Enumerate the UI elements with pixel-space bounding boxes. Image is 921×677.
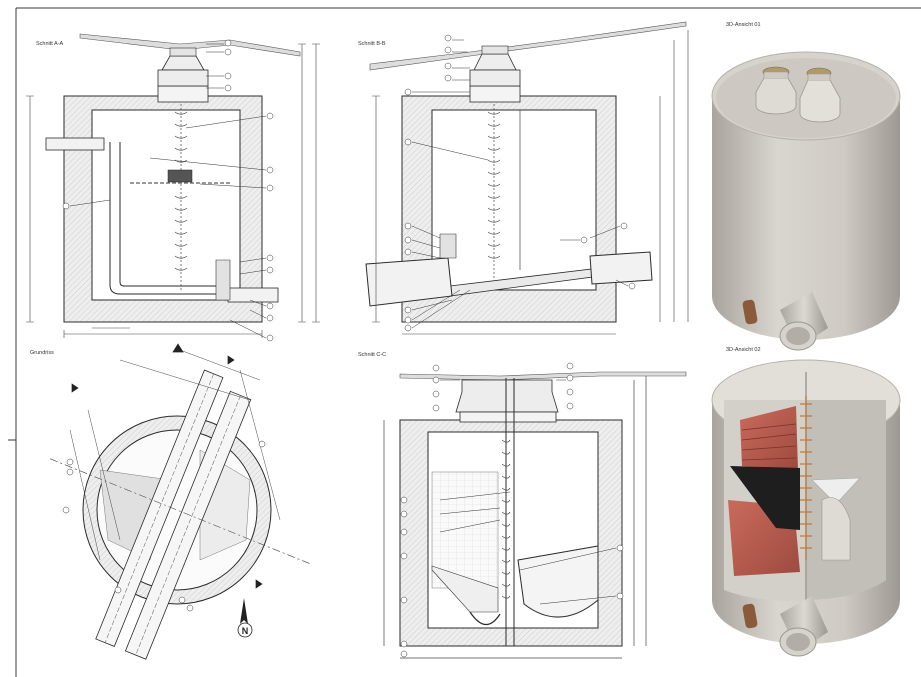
north-arrow: N [237, 598, 253, 638]
view-3d-1-render [711, 51, 901, 351]
section-aa-title: Schnitt A-A [36, 41, 64, 47]
view-3d-1-title: 3D-Ansicht 01 [726, 22, 761, 28]
section-bb-title: Schnitt B-B [358, 41, 386, 47]
plan-drawing: N [49, 343, 310, 660]
section-cc-title: Schnitt C-C [358, 352, 387, 358]
section-aa-drawing [26, 33, 320, 342]
sheet-frame [15, 7, 921, 677]
section-bb-drawing [365, 21, 689, 335]
view-3d-2-title: 3D-Ansicht 02 [726, 347, 761, 353]
view-3d-2-render [711, 359, 901, 657]
section-cc-drawing [383, 362, 687, 659]
north-letter: N [242, 626, 249, 636]
plan-title: Grundriss [30, 350, 54, 356]
